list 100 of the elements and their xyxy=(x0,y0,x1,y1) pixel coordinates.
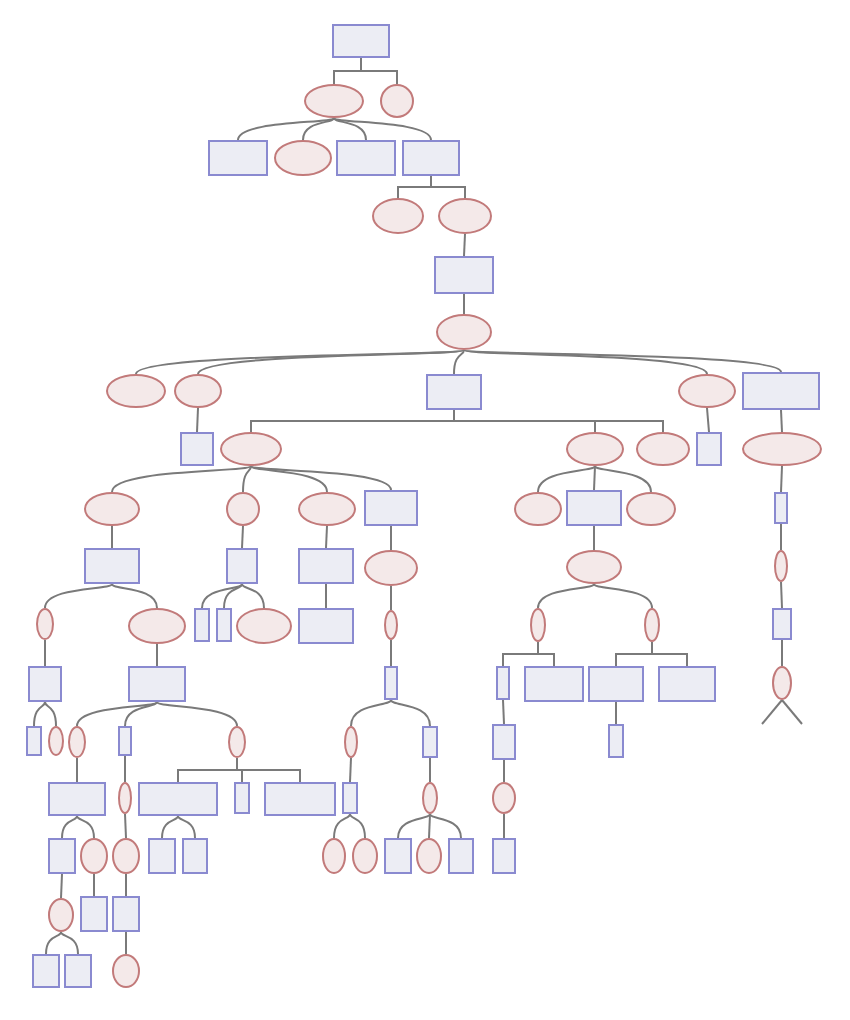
connector-line xyxy=(463,349,708,375)
tree-box xyxy=(128,666,186,702)
connector-line xyxy=(390,525,392,551)
tree-ellipse xyxy=(438,198,492,234)
tree-box xyxy=(226,548,258,584)
connector-line xyxy=(594,465,652,493)
connector-line xyxy=(780,465,783,493)
connector-line xyxy=(76,701,158,727)
connector-line xyxy=(241,525,244,549)
connector-line xyxy=(302,117,335,141)
tree-box xyxy=(80,896,108,932)
connector-line xyxy=(503,813,505,839)
connector-line xyxy=(706,407,710,433)
connector-line xyxy=(593,525,595,551)
tree-ellipse xyxy=(68,726,86,758)
tree-ellipse xyxy=(742,432,822,466)
tree-ellipse xyxy=(220,432,282,466)
tree-box xyxy=(64,954,92,988)
tree-box xyxy=(774,492,788,524)
connector-line xyxy=(615,701,617,725)
connector-line xyxy=(390,699,431,727)
connector-line xyxy=(333,117,432,141)
tree-box xyxy=(772,608,792,640)
connector-line xyxy=(33,701,46,727)
connector-line xyxy=(60,873,63,899)
connector-line xyxy=(593,465,596,491)
tree-box xyxy=(492,724,516,760)
connector-line xyxy=(780,581,783,609)
connector-line xyxy=(325,583,327,609)
connector-line xyxy=(780,409,783,433)
connector-line xyxy=(463,293,465,315)
connector-line xyxy=(45,931,62,955)
tree-box xyxy=(342,782,358,814)
tree-box xyxy=(28,666,62,702)
connector-line xyxy=(429,813,462,839)
connector-line xyxy=(125,931,127,955)
connector-line xyxy=(156,701,238,727)
tree-box xyxy=(112,896,140,932)
tree-box xyxy=(608,724,624,758)
tree-box xyxy=(402,140,460,176)
connector-line xyxy=(156,643,158,667)
tree-box xyxy=(264,782,336,816)
tree-box xyxy=(26,726,42,756)
connector-line xyxy=(124,755,126,783)
connector-line xyxy=(124,701,158,727)
tree-ellipse xyxy=(80,838,108,874)
connector-line xyxy=(250,465,328,493)
connector-line xyxy=(390,585,392,611)
tree-ellipse xyxy=(226,492,260,526)
tree-box xyxy=(208,140,268,176)
tree-ellipse xyxy=(678,374,736,408)
tree-ellipse xyxy=(566,550,622,584)
tree-ellipse xyxy=(174,374,222,408)
connector-line xyxy=(780,523,782,551)
connector-line xyxy=(333,117,367,141)
connector-line xyxy=(349,813,366,839)
tree-box xyxy=(422,726,438,758)
tree-ellipse xyxy=(84,492,140,526)
connector-line xyxy=(111,525,113,549)
connector-line xyxy=(397,813,431,839)
tree-ellipse xyxy=(772,666,792,700)
connector-line xyxy=(503,759,505,783)
tree-ellipse xyxy=(492,782,516,814)
tree-ellipse xyxy=(236,608,292,644)
connector-line xyxy=(44,639,46,667)
connector-line xyxy=(350,699,392,727)
tree-ellipse xyxy=(118,782,132,814)
tree-box xyxy=(234,782,250,814)
connector-line xyxy=(333,813,351,839)
tree-ellipse xyxy=(636,432,690,466)
tree-box xyxy=(84,548,140,584)
connector-line xyxy=(44,701,57,727)
tree-box xyxy=(48,838,76,874)
connector-line xyxy=(197,349,465,375)
tree-box xyxy=(492,838,516,874)
connector-line xyxy=(390,639,392,667)
tree-box xyxy=(194,608,210,642)
tree-ellipse xyxy=(36,608,54,640)
tree-box xyxy=(742,372,820,410)
tree-ellipse xyxy=(416,838,442,874)
tree-box xyxy=(118,726,132,756)
connector-line xyxy=(651,641,688,667)
tree-ellipse xyxy=(112,954,140,988)
tree-box xyxy=(448,838,474,874)
connector-line xyxy=(76,757,78,783)
connector-line xyxy=(325,525,328,549)
connector-line xyxy=(453,409,664,433)
connector-line xyxy=(537,583,595,609)
tree-box xyxy=(588,666,644,702)
connector-line xyxy=(250,465,392,491)
tree-ellipse xyxy=(626,492,676,526)
connector-line xyxy=(781,699,803,725)
connector-line xyxy=(44,583,113,609)
tree-ellipse xyxy=(530,608,546,642)
tree-box xyxy=(336,140,396,176)
tree-box xyxy=(216,608,232,642)
tree-ellipse xyxy=(106,374,166,408)
tree-ellipse xyxy=(344,726,358,758)
connector-line xyxy=(111,465,252,493)
tree-ellipse xyxy=(48,898,74,932)
